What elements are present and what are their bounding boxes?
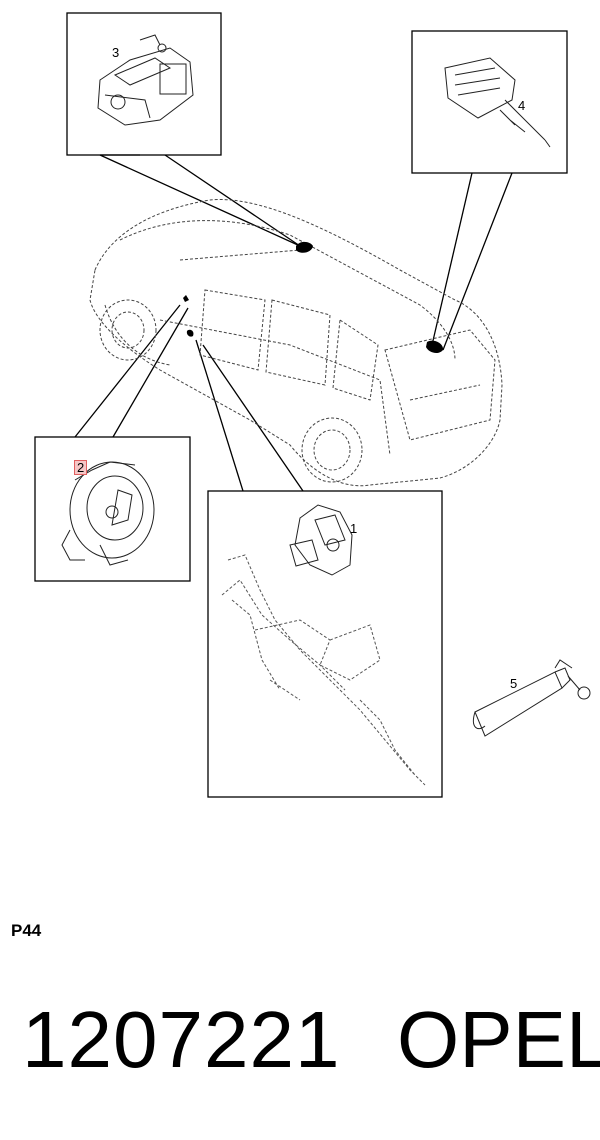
callout-2: 2 (73, 460, 88, 475)
part-4-sketch (444, 57, 551, 148)
detail-box-2 (34, 436, 191, 582)
part-1-sketch (289, 504, 353, 576)
vehicle-outline (89, 199, 503, 487)
callout-1: 1 (350, 521, 358, 536)
part-number: 1207221 (22, 995, 341, 1084)
regulator-rails (221, 554, 426, 786)
part-5-sketch (472, 659, 591, 737)
detail-box-1 (207, 490, 443, 798)
vehicle-marker-points (183, 241, 444, 354)
part-2-sketch (61, 461, 155, 566)
callout-4: 4 (518, 98, 526, 113)
parts-diagram (34, 12, 591, 798)
callout-5: 5 (510, 676, 518, 691)
callout-3: 3 (112, 45, 120, 60)
page-label: P44 (11, 921, 42, 940)
leader-lines (74, 154, 513, 492)
part-3-sketch (97, 34, 194, 126)
detail-box-3 (66, 12, 222, 156)
detail-box-4 (411, 30, 568, 174)
brand-name: OPEL (397, 995, 600, 1084)
